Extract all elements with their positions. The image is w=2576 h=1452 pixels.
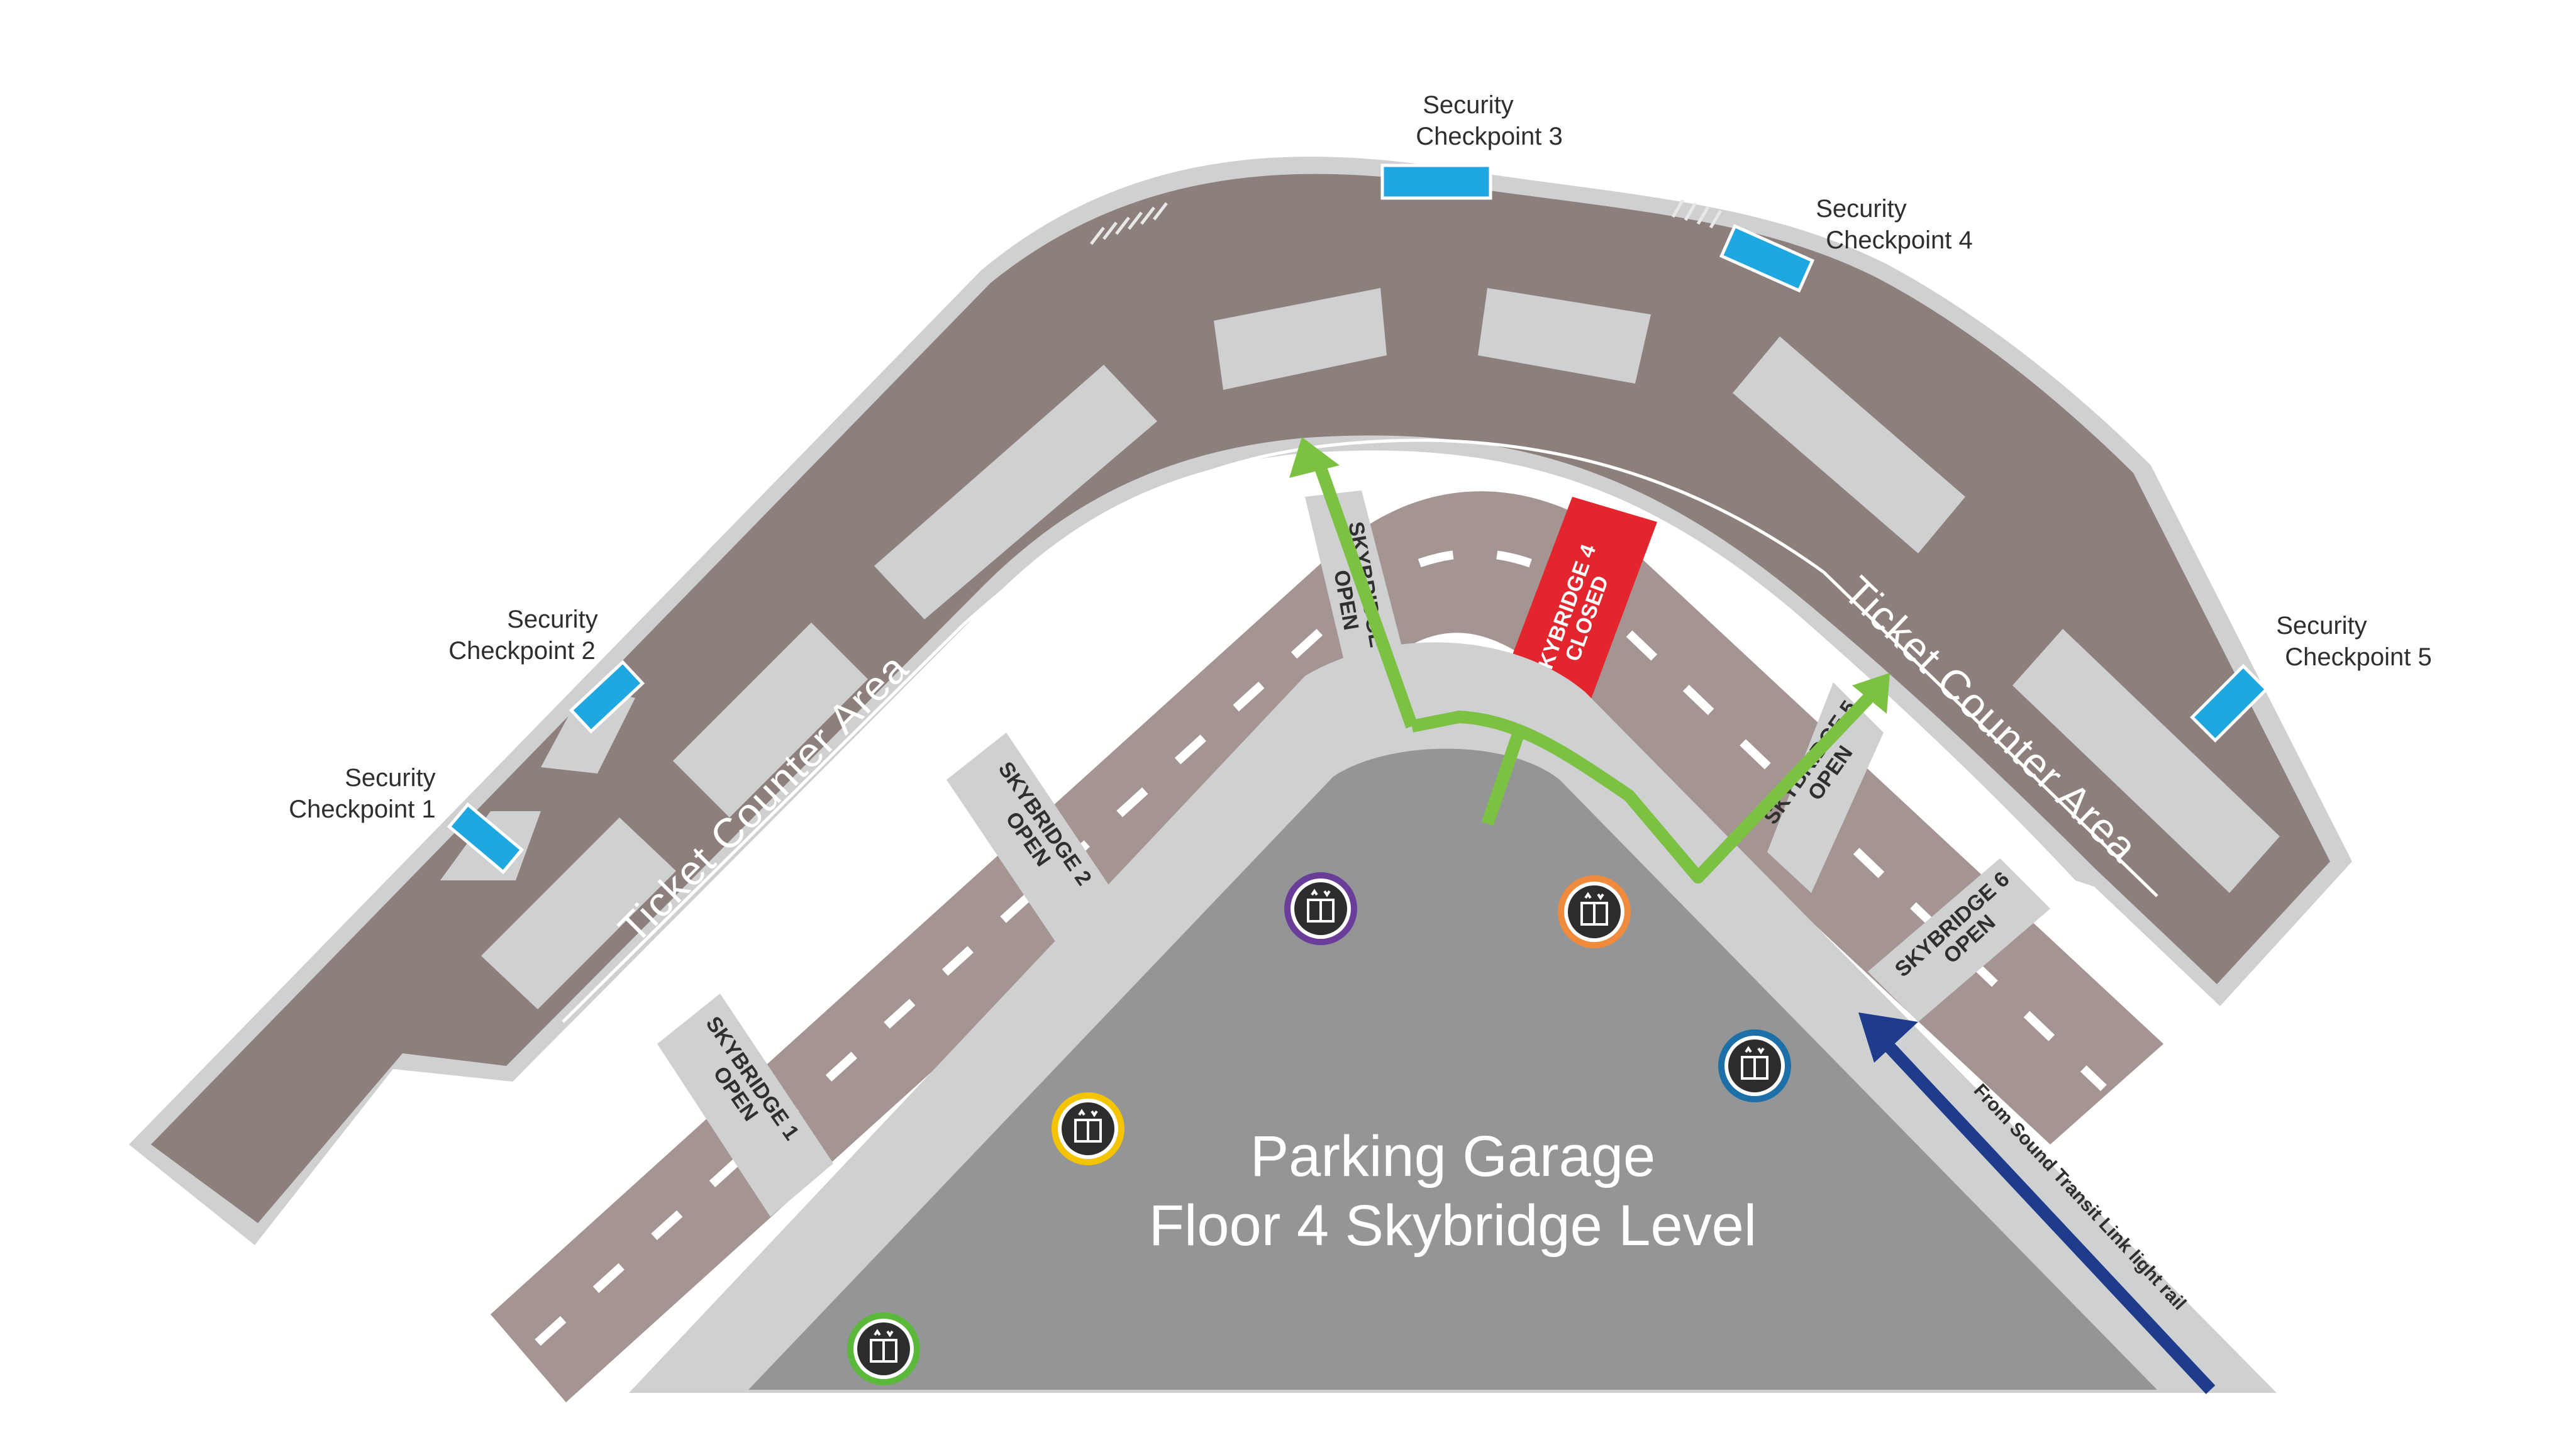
- elevator-icon: [1741, 1046, 1768, 1080]
- elevator-blue[interactable]: [1718, 1029, 1791, 1102]
- route-skybridge-3: [1311, 457, 1418, 729]
- checkpoint-4[interactable]: [1719, 224, 1815, 293]
- elevator-orange[interactable]: [1558, 875, 1631, 948]
- checkpoint-4-label: Security Checkpoint 4: [1816, 195, 1973, 254]
- transit-route: [1879, 1036, 2216, 1394]
- elevator-icon: [1580, 892, 1608, 926]
- checkpoint-5-label: Security Checkpoint 5: [2276, 612, 2432, 671]
- checkpoint-labels: Security Checkpoint 1 Security Checkpoin…: [289, 91, 2431, 823]
- route-arrowhead-skybridge-3: [1289, 437, 1340, 478]
- outer-roadway: [491, 491, 2163, 1403]
- checkpoint-2[interactable]: [569, 660, 645, 734]
- elevator-icon: [870, 1329, 897, 1363]
- ticket-counter: [1214, 288, 1387, 390]
- entrance-hatch-left: [1090, 202, 1168, 245]
- ticket-counter: [874, 365, 1157, 619]
- parking-garage: Parking Garage Floor 4 Skybridge Level: [629, 642, 2277, 1393]
- ticket-counter: [1733, 336, 1965, 553]
- route-to-skybridge-5: [1411, 681, 1885, 884]
- garage-title-line2: Floor 4 Skybridge Level: [1149, 1194, 1757, 1258]
- checkpoint-3-label: Security Checkpoint 3: [1416, 91, 1562, 150]
- security-checkpoints: [447, 163, 2269, 875]
- elevator-icon: [1307, 889, 1335, 923]
- terminal-building: [129, 157, 2352, 1246]
- transit-arrowhead: [1858, 1012, 1918, 1063]
- ticket-counters: [481, 288, 2280, 1009]
- elevator-icon: [1074, 1109, 1102, 1143]
- route-from-garage: [1481, 730, 1525, 826]
- entrance-hatch-right: [1671, 199, 1723, 229]
- garage-title-line1: Parking Garage: [1250, 1124, 1655, 1189]
- checkpoint-1[interactable]: [447, 802, 525, 875]
- checkpoint-5[interactable]: [2190, 663, 2269, 743]
- elevators: [847, 872, 1791, 1385]
- elevator-green[interactable]: [847, 1312, 920, 1385]
- ticket-counter-centerline: [562, 438, 2158, 1023]
- garage-floor: [748, 748, 2157, 1390]
- checkpoint-3[interactable]: [1380, 163, 1492, 200]
- elevator-yellow[interactable]: [1052, 1092, 1124, 1165]
- ticket-counter: [2012, 629, 2280, 893]
- elevator-purple[interactable]: [1284, 872, 1357, 945]
- route-arrowhead-skybridge-5: [1852, 673, 1890, 714]
- ticket-counter: [1478, 288, 1651, 384]
- ticket-counter: [481, 817, 676, 1009]
- checkpoint-1-label: Security Checkpoint 1: [289, 764, 443, 823]
- checkpoint-2-label: Security Checkpoint 2: [448, 606, 605, 665]
- ticket-counter: [673, 623, 868, 817]
